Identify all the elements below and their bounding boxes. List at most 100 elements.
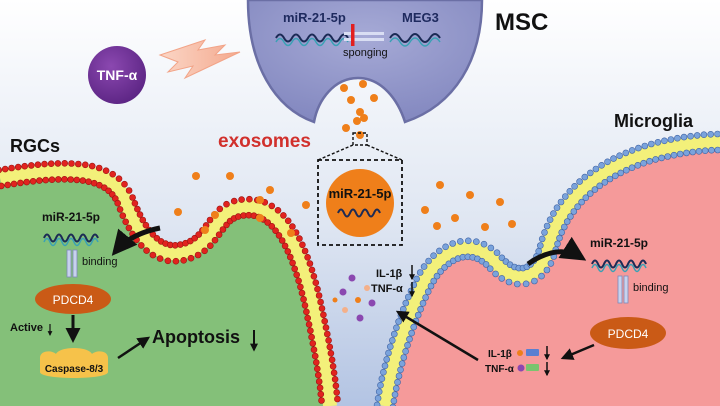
lipid-head — [309, 340, 317, 347]
msc-title: MSC — [495, 9, 548, 36]
lipid-head — [293, 271, 301, 279]
lipid-head — [68, 160, 75, 167]
lipid-head — [667, 136, 675, 143]
exosome-vesicle — [451, 214, 459, 222]
microglia-membrane-core — [378, 135, 720, 406]
lipid-head — [17, 179, 24, 187]
lipid-head — [398, 360, 406, 367]
lipid-head — [676, 150, 684, 158]
lipid-head — [332, 382, 340, 390]
exosome-vesicle — [436, 181, 444, 189]
lipid-head — [42, 176, 50, 184]
lipid-head — [571, 183, 578, 190]
lipid-head — [268, 202, 276, 210]
lipid-head — [404, 293, 412, 301]
lipid-head — [578, 198, 585, 206]
lipid-head — [604, 158, 611, 166]
lipid-head — [21, 162, 29, 170]
microglia-pdcd4-label: PDCD4 — [608, 327, 649, 341]
lipid-head — [14, 163, 22, 171]
lipid-head — [297, 283, 304, 291]
zoom-guide-right — [366, 144, 403, 161]
lipid-head — [641, 142, 649, 150]
exosome-vesicle — [347, 96, 355, 104]
rgc-binding-bar-right — [72, 249, 78, 278]
cytokine-molecule — [364, 285, 370, 291]
lipid-head — [10, 180, 18, 188]
lipid-head — [318, 397, 325, 404]
lipid-head — [464, 237, 472, 245]
lipid-head — [592, 165, 600, 173]
lipid-head — [328, 356, 336, 364]
lipid-head — [29, 178, 37, 185]
lipid-head — [628, 147, 636, 154]
lipid-head — [554, 240, 561, 248]
lipid-head — [201, 247, 208, 255]
lipid-head — [321, 317, 329, 325]
lipid-head — [622, 149, 630, 157]
lipid-head — [82, 161, 89, 169]
lipid-head — [299, 241, 306, 249]
lipid-head — [323, 330, 331, 338]
lipid-head — [586, 190, 594, 197]
cytokine-molecule — [368, 299, 376, 307]
lipid-head — [318, 305, 326, 312]
cytokine-molecules — [332, 274, 376, 322]
lipid-head — [419, 299, 427, 307]
lipid-head — [143, 247, 150, 254]
lipid-head — [164, 257, 172, 265]
exosome-vesicle — [302, 201, 310, 209]
lipid-head — [640, 159, 647, 167]
lipid-head — [36, 177, 43, 184]
lipid-head — [433, 272, 441, 280]
lipid-head — [543, 266, 551, 274]
lipid-head — [570, 208, 578, 215]
exosome-vesicle — [256, 196, 264, 204]
lipid-head — [395, 318, 402, 325]
exosome-vesicle — [370, 94, 378, 102]
lipid-head — [125, 187, 133, 194]
cytokine-molecule — [356, 314, 364, 322]
lipid-head — [138, 242, 145, 249]
lipid-head — [683, 149, 690, 157]
lipid-head — [558, 229, 566, 236]
lipid-head — [88, 162, 96, 170]
exosome-vesicle — [356, 131, 364, 139]
caspase-label: Caspase-8/3 — [45, 364, 104, 375]
sponging-link-top — [344, 32, 384, 35]
rgc-pdcd4-label: PDCD4 — [53, 293, 94, 307]
lipid-head — [134, 205, 141, 213]
exosomes-label: exosomes — [218, 131, 311, 152]
exosome-vesicle — [421, 206, 429, 214]
lipid-head — [312, 279, 320, 287]
lipid-head — [115, 175, 123, 182]
lipid-head — [296, 235, 303, 242]
lipid-head — [380, 368, 387, 376]
lipid-head — [707, 131, 715, 138]
microglia-mir-label: miR-21-5p — [590, 236, 648, 250]
exosome-vesicle — [360, 114, 368, 122]
cytokine-molecule — [332, 297, 338, 303]
lipid-head — [400, 354, 408, 361]
lipid-head — [79, 177, 87, 184]
exosome-vesicle — [353, 117, 361, 125]
lipid-head — [388, 337, 396, 344]
exosome-vesicle — [481, 223, 489, 231]
lipid-head — [404, 341, 411, 349]
apoptosis-label: Apoptosis — [152, 327, 240, 347]
microglia-binding-bar-right — [623, 275, 629, 304]
exosome-vesicle — [174, 208, 182, 216]
lipid-head — [408, 329, 415, 337]
lipid-head — [390, 330, 398, 338]
msc-budding-membrane — [313, 76, 406, 123]
lipid-head — [122, 218, 129, 226]
lipid-head — [391, 391, 399, 398]
tnf-alpha-badge — [88, 46, 146, 104]
lipid-head — [700, 131, 708, 138]
lipid-head — [238, 196, 245, 203]
exosome-vesicle — [226, 172, 234, 180]
lipid-head — [695, 148, 703, 155]
lipid-head — [399, 305, 407, 313]
lipid-head — [591, 186, 599, 193]
